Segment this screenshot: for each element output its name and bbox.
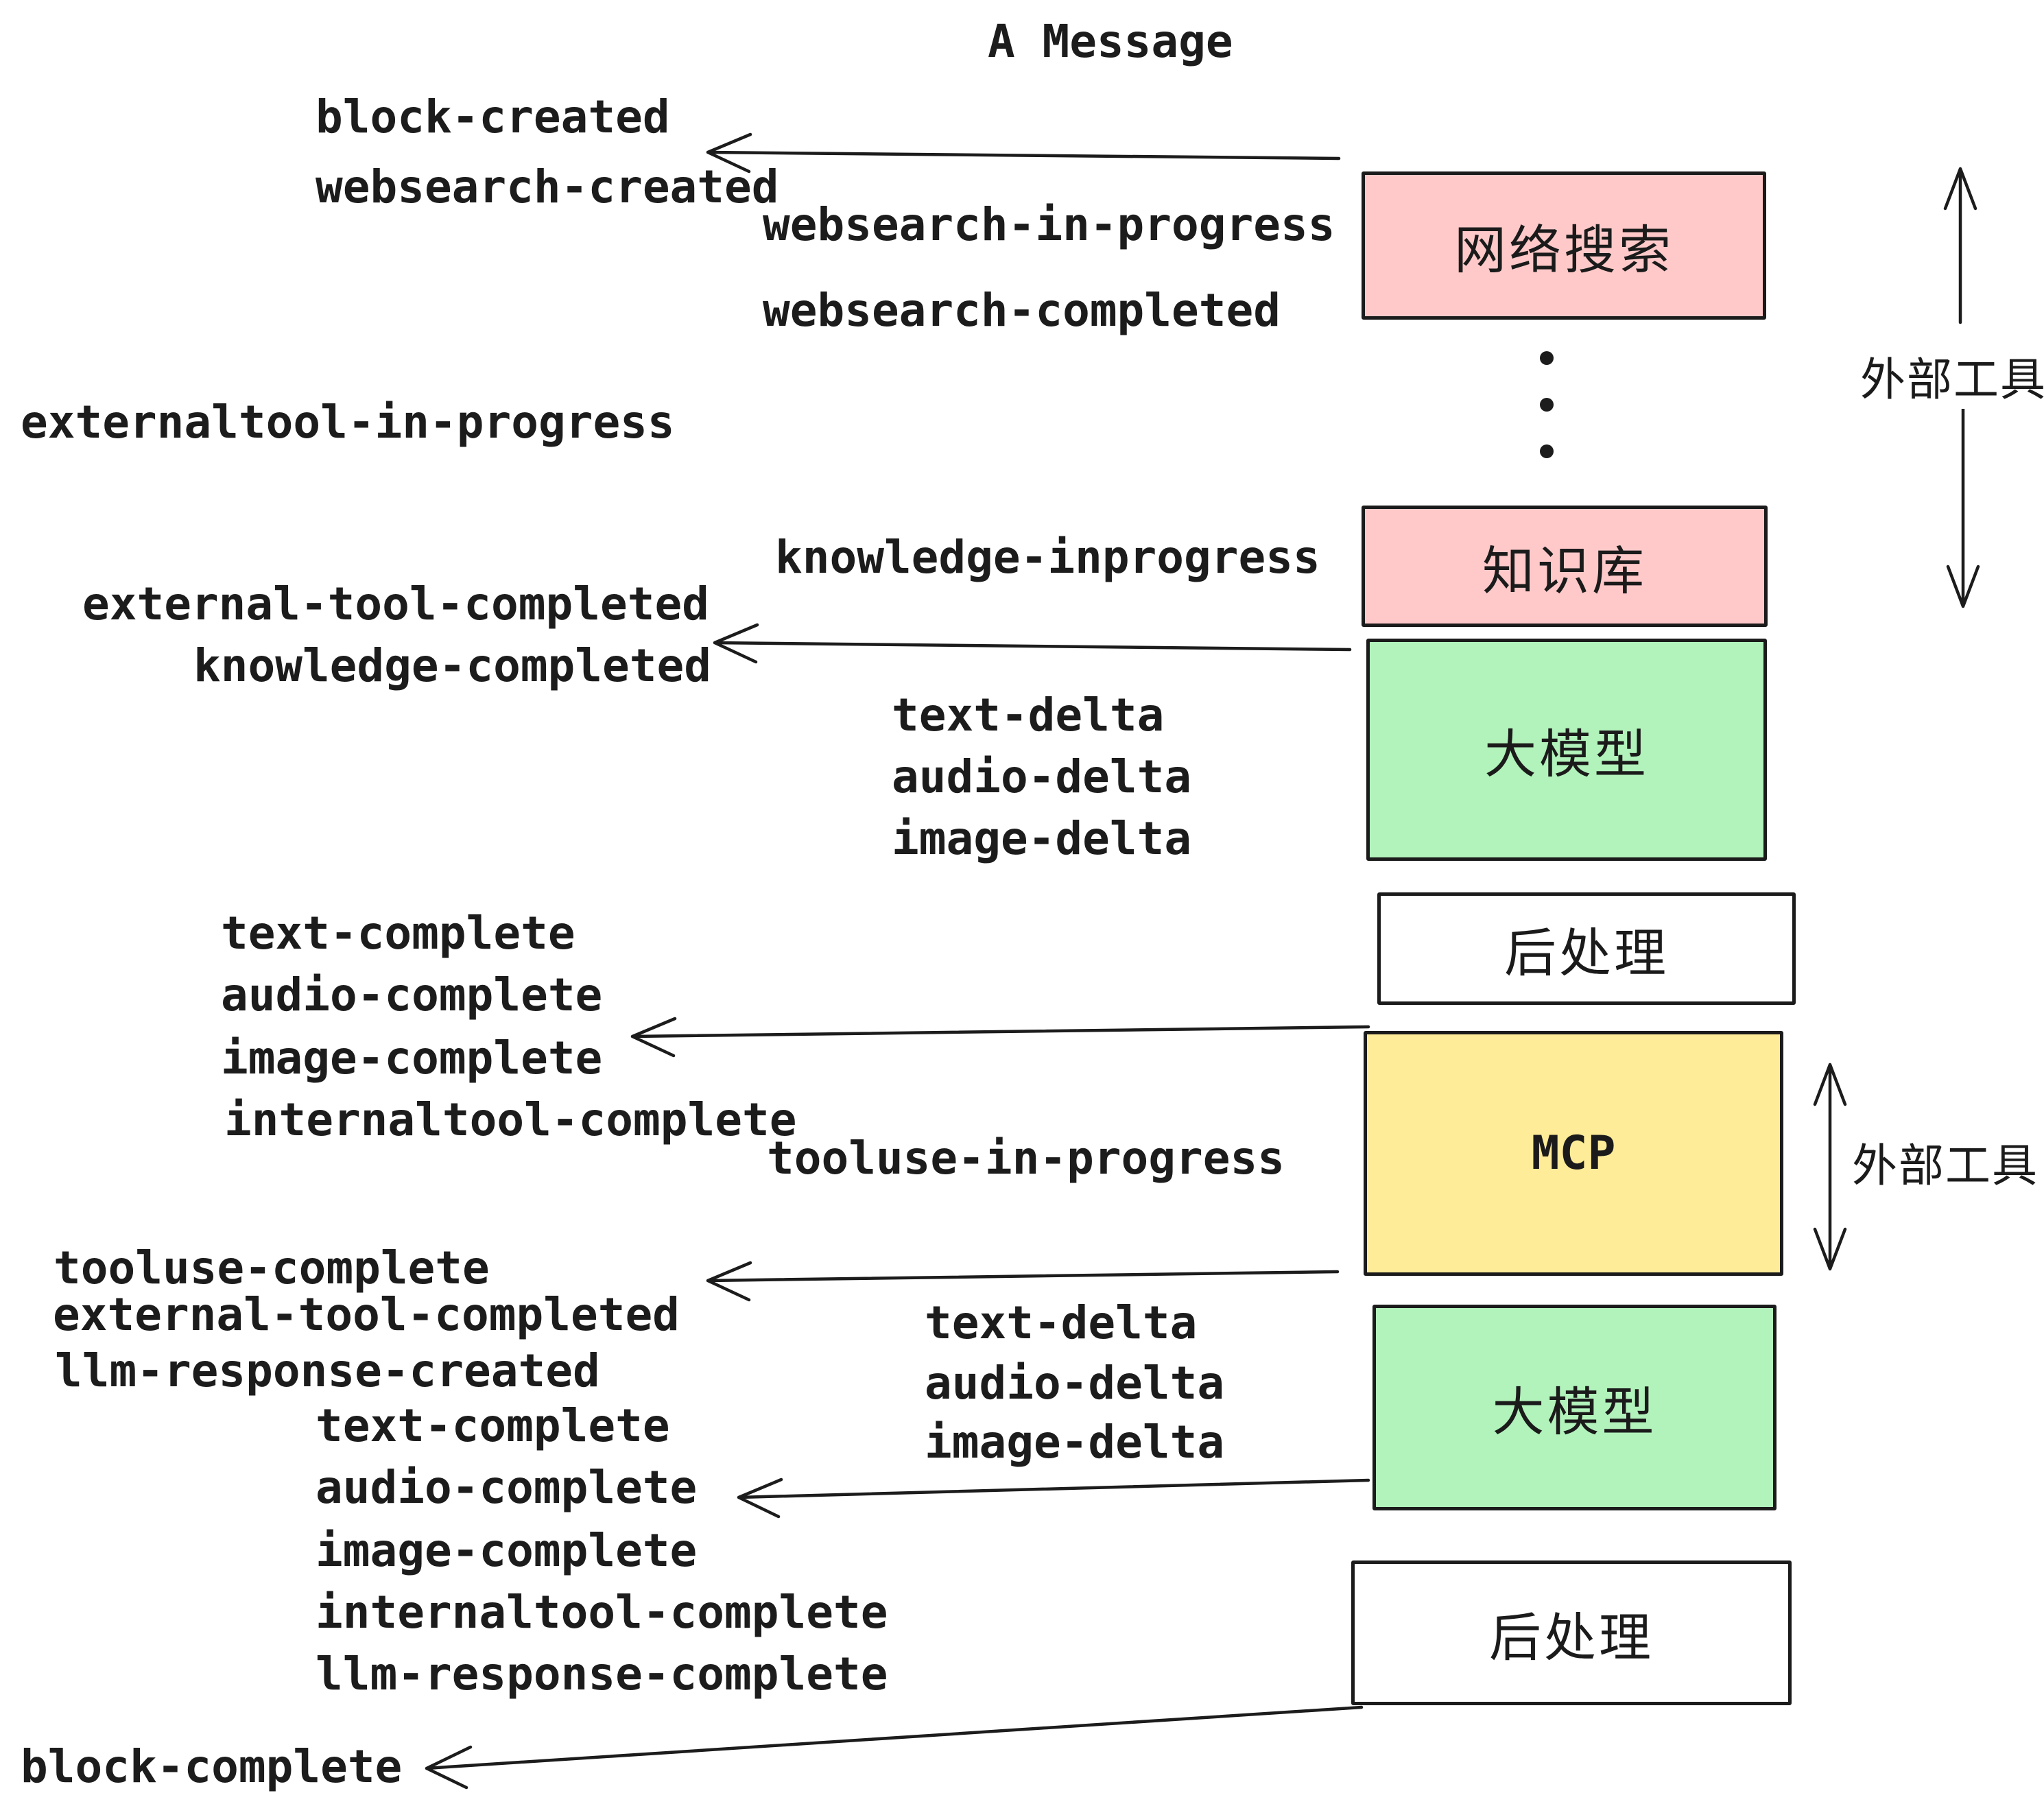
event-audio-delta: audio-delta	[892, 750, 1192, 803]
event-externaltool-in-progress: externaltool-in-progress	[21, 396, 675, 449]
event-text-complete: text-complete	[221, 907, 575, 960]
box-label: 大模型	[1492, 1384, 1657, 1442]
arrow-to-websearch-created-icon	[706, 132, 1341, 174]
event-audio-complete: audio-complete	[221, 969, 603, 1021]
box-llm-2: 大模型	[1372, 1305, 1776, 1510]
event-text-delta-2: text-delta	[925, 1296, 1198, 1349]
external-tools-arrow-down-icon	[1946, 394, 1980, 608]
event-knowledge-inprogress: knowledge-inprogress	[775, 531, 1320, 584]
event-external-tool-completed: external-tool-completed	[82, 578, 709, 630]
event-llm-response-complete: llm-response-complete	[316, 1648, 888, 1700]
box-knowledge-base: 知识库	[1362, 506, 1768, 627]
box-label: MCP	[1531, 1126, 1616, 1180]
event-websearch-created: websearch-created	[316, 161, 779, 213]
box-mcp: MCP	[1364, 1031, 1783, 1276]
page-title: A Message	[988, 15, 1233, 68]
ellipsis-dots	[1540, 351, 1554, 458]
box-label: 网络搜索	[1454, 222, 1674, 280]
event-internaltool-complete: internaltool-complete	[224, 1093, 797, 1146]
box-label: 知识库	[1482, 542, 1647, 601]
external-tools-mcp-arrow-icon	[1813, 1063, 1847, 1271]
event-block-created: block-created	[316, 91, 670, 143]
external-tools-label-mcp: 外部工具	[1852, 1129, 2039, 1195]
event-tooluse-complete: tooluse-complete	[54, 1242, 490, 1294]
arrow-to-tooluse-complete-icon	[706, 1261, 1340, 1302]
box-label: 后处理	[1489, 1609, 1654, 1667]
box-websearch: 网络搜索	[1362, 171, 1766, 320]
box-postprocess-2: 后处理	[1351, 1560, 1792, 1705]
event-websearch-completed: websearch-completed	[763, 284, 1281, 337]
event-text-delta: text-delta	[892, 689, 1165, 741]
event-block-complete: block-complete	[21, 1740, 403, 1793]
external-tools-label-top: 外部工具	[1860, 343, 2044, 409]
event-audio-delta-2: audio-delta	[925, 1357, 1225, 1410]
event-knowledge-completed: knowledge-completed	[193, 639, 711, 692]
arrow-to-block-complete-icon	[425, 1705, 1364, 1790]
event-image-complete-2: image-complete	[316, 1524, 698, 1577]
event-text-complete-2: text-complete	[316, 1399, 670, 1452]
event-image-delta-2: image-delta	[925, 1416, 1225, 1469]
arrow-to-image-complete-icon	[630, 1017, 1370, 1058]
external-tools-arrow-up-icon	[1943, 167, 1977, 324]
event-audio-complete-2: audio-complete	[316, 1461, 698, 1514]
event-tooluse-in-progress: tooluse-in-progress	[767, 1132, 1285, 1185]
box-llm-1: 大模型	[1366, 639, 1767, 861]
event-llm-response-created: llm-response-created	[55, 1344, 600, 1397]
event-image-delta: image-delta	[892, 812, 1192, 865]
event-external-tool-completed-2: external-tool-completed	[53, 1288, 680, 1341]
event-internaltool-complete-2: internaltool-complete	[316, 1586, 888, 1639]
event-image-complete: image-complete	[221, 1032, 603, 1084]
box-label: 后处理	[1504, 925, 1669, 983]
arrow-to-audio-complete-icon	[737, 1477, 1370, 1519]
arrow-to-knowledge-completed-icon	[713, 623, 1352, 664]
box-postprocess-1: 后处理	[1377, 892, 1796, 1005]
event-websearch-in-progress: websearch-in-progress	[763, 198, 1335, 251]
box-label: 大模型	[1484, 726, 1649, 784]
